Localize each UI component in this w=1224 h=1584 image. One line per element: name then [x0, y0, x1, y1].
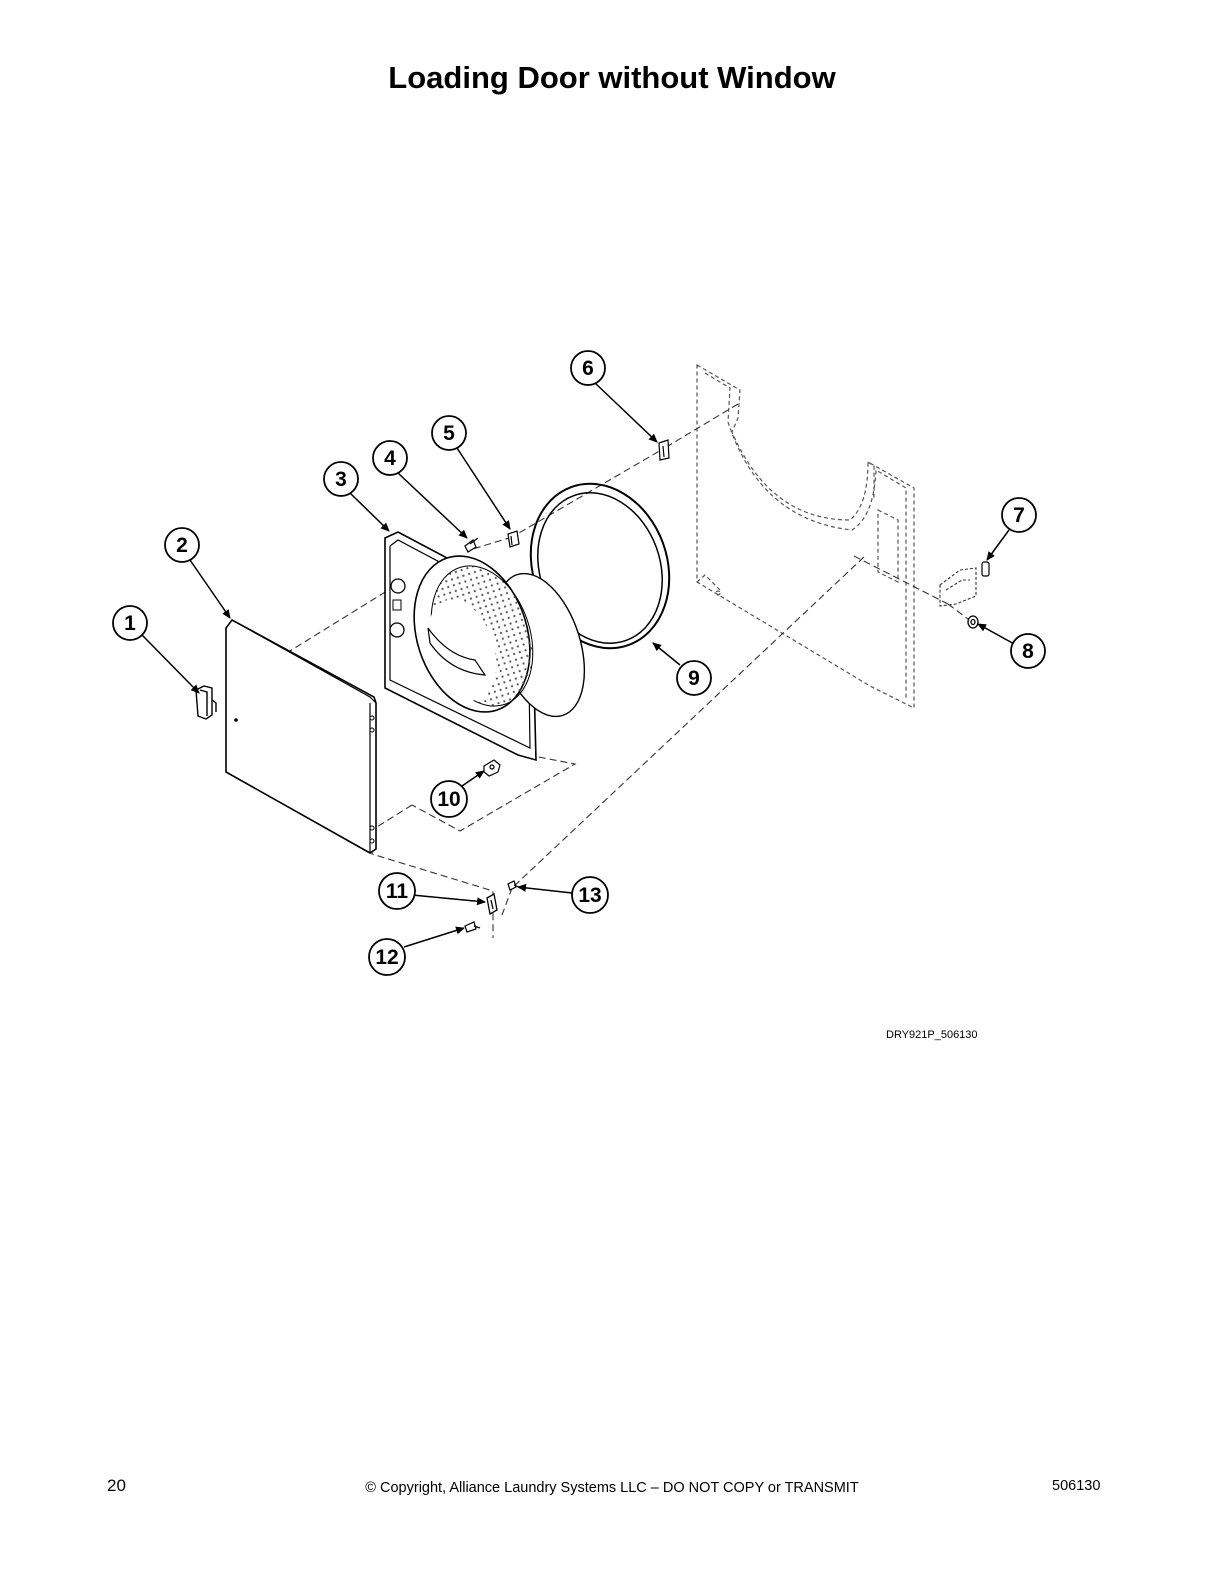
leader-arrows [141, 382, 1017, 948]
callout-label: 3 [335, 468, 347, 491]
callout-circles [112, 350, 1046, 976]
door-panel-part [225, 618, 377, 854]
callout-label: 11 [386, 880, 409, 903]
callout-label: 1 [124, 612, 136, 635]
strike-bracket-part [658, 439, 670, 461]
callout-label: 6 [582, 357, 594, 380]
hinge-pin-part [981, 561, 990, 577]
drawing-id: DRY921P_506130 [886, 1029, 978, 1041]
page-title: Loading Door without Window [388, 60, 836, 95]
document-number: 506130 [1052, 1478, 1101, 1494]
callout-numbers: 1 2 3 4 5 6 7 8 9 10 11 12 13 [124, 357, 1034, 969]
screw-part [464, 537, 479, 553]
door-catch-part [483, 759, 501, 777]
page-number: 20 [107, 1476, 126, 1495]
callout-label: 12 [375, 946, 398, 969]
inner-door-assembly-part [384, 531, 586, 762]
callout-label: 9 [688, 667, 700, 690]
copyright-notice: © Copyright, Alliance Laundry Systems LL… [365, 1480, 859, 1496]
lower-screw-part [464, 921, 481, 933]
cabinet-front-panel [696, 363, 915, 709]
door-handle-part [195, 685, 217, 720]
clip-part [507, 530, 520, 548]
callout-label: 10 [437, 788, 460, 811]
callout-label: 2 [176, 534, 188, 557]
callout-label: 7 [1013, 504, 1025, 527]
bushing-part [967, 615, 979, 629]
callout-label: 13 [578, 884, 601, 907]
callout-label: 4 [384, 447, 396, 470]
callout-label: 8 [1022, 640, 1034, 663]
callout-label: 5 [443, 422, 455, 445]
hinge-bracket-part [939, 567, 977, 607]
lower-hinge-block-part [486, 892, 498, 916]
